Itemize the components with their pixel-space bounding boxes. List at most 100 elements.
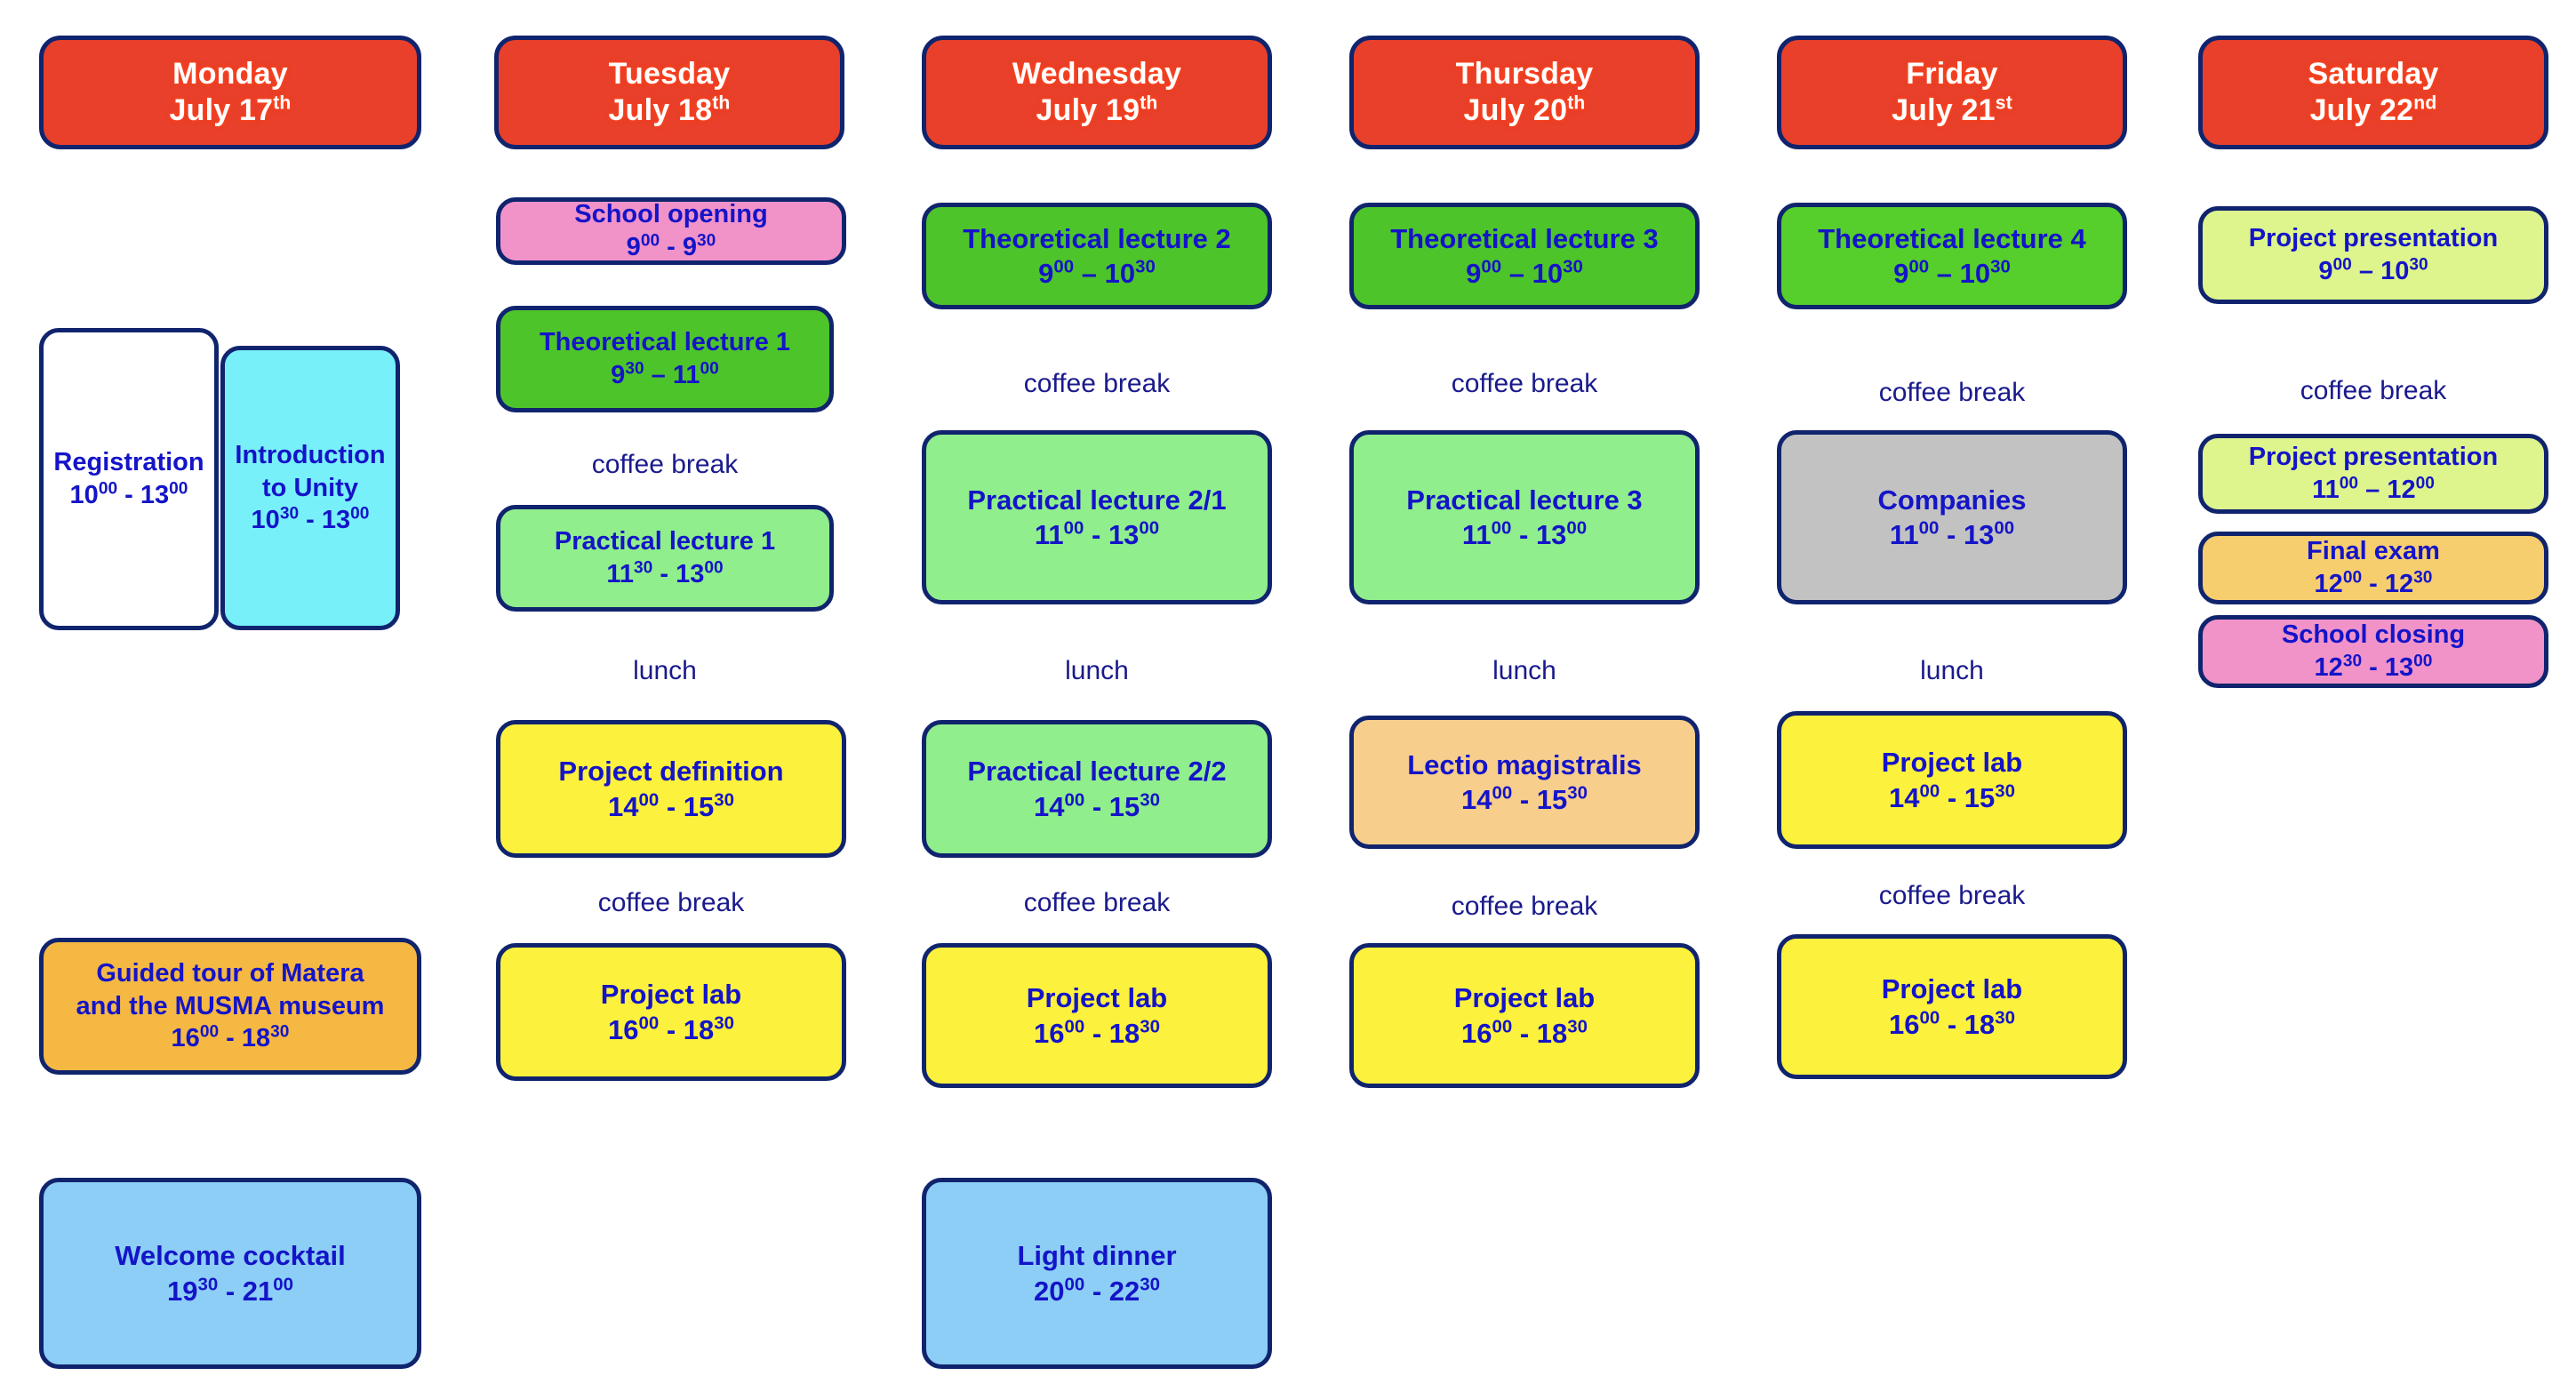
event-title: Practical lecture 1 [554,527,776,556]
event-card-light-dinner[interactable]: Light dinner 2000 - 2230 [922,1178,1272,1369]
break-label-coffee: coffee break [1878,378,2026,407]
event-card-project-lab[interactable]: Project lab 1600 - 1830 [1777,934,2127,1079]
event-card-theoretical-lecture-1[interactable]: Theoretical lecture 1 930 – 1100 [496,306,834,412]
event-card-practical-lecture-1[interactable]: Practical lecture 1 1130 - 1300 [496,505,834,612]
day-header-friday[interactable]: Friday July 21st [1777,36,2127,149]
event-time: 900 - 930 [626,231,716,261]
event-card-project-presentation-2[interactable]: Project presentation 1100 – 1200 [2198,434,2548,514]
break-label-coffee: coffee break [1878,881,2026,910]
event-title: Lectio magistralis [1407,748,1642,780]
break-label-coffee: coffee break [2300,376,2447,405]
event-card-project-lab[interactable]: Project lab 1600 - 1830 [922,943,1272,1088]
day-header-date-label: July 21st [1892,92,2012,127]
event-time: 1400 - 1530 [1033,789,1160,822]
event-card-practical-lecture-3[interactable]: Practical lecture 3 1100 - 1300 [1349,430,1700,604]
event-card-project-presentation-1[interactable]: Project presentation 900 – 1030 [2198,206,2548,304]
event-card-lectio-magistralis[interactable]: Lectio magistralis 1400 - 1530 [1349,716,1700,849]
day-header-date-label: July 17th [169,92,292,127]
break-label-coffee: coffee break [1451,892,1598,921]
event-card-practical-lecture-2-2[interactable]: Practical lecture 2/2 1400 - 1530 [922,720,1272,858]
event-time: 1100 – 1200 [2312,474,2435,504]
event-time: 1100 - 1300 [1461,517,1588,550]
event-time: 1100 - 1300 [1034,517,1160,550]
event-time: 1230 - 1300 [2314,652,2433,682]
event-time: 1600 - 1830 [171,1022,290,1053]
event-title: Project lab [1453,982,1596,1014]
day-header-monday[interactable]: Monday July 17th [39,36,421,149]
event-card-guided-tour-matera[interactable]: Guided tour of Matera and the MUSMA muse… [39,938,421,1075]
event-card-final-exam[interactable]: Final exam 1200 - 1230 [2198,532,2548,604]
event-time: 1200 - 1230 [2314,568,2433,598]
event-title: Project definition [558,756,784,788]
event-card-introduction-to-unity[interactable]: Introduction to Unity 1030 - 1300 [220,346,400,630]
day-header-date-label: July 22nd [2309,92,2437,127]
day-header-day-label: Saturday [2308,56,2439,91]
break-label-lunch: lunch [1920,656,1984,685]
event-time: 2000 - 2230 [1033,1274,1160,1307]
event-title: Project presentation [2248,443,2499,472]
event-card-theoretical-lecture-3[interactable]: Theoretical lecture 3 900 – 1030 [1349,203,1700,309]
event-card-school-opening[interactable]: School opening 900 - 930 [496,197,846,265]
day-header-date-label: July 18th [608,92,731,127]
event-card-project-definition[interactable]: Project definition 1400 - 1530 [496,720,846,858]
event-time: 1600 - 1830 [1033,1016,1160,1049]
break-label-lunch: lunch [1065,656,1129,685]
event-time: 1400 - 1530 [1888,780,2015,813]
event-card-project-lab[interactable]: Project lab 1400 - 1530 [1777,711,2127,849]
day-header-day-label: Friday [1906,56,1998,91]
break-label-lunch: lunch [633,656,697,685]
event-time: 900 – 1030 [1893,256,2011,289]
event-time: 1100 - 1300 [1889,517,2015,550]
day-header-day-label: Wednesday [1012,56,1182,91]
event-title: Project lab [1881,747,2023,779]
event-card-school-closing[interactable]: School closing 1230 - 1300 [2198,615,2548,688]
break-label-coffee: coffee break [597,888,745,917]
event-title: Theoretical lecture 1 [539,328,791,357]
event-time: 1130 - 1300 [606,558,724,588]
day-header-saturday[interactable]: Saturday July 22nd [2198,36,2548,149]
break-label-lunch: lunch [1492,656,1556,685]
break-label-coffee: coffee break [1023,369,1171,398]
day-header-date-label: July 20th [1463,92,1586,127]
event-time: 930 – 1100 [611,359,719,389]
day-header-day-label: Thursday [1455,56,1594,91]
event-card-registration[interactable]: Registration 1000 - 1300 [39,328,219,630]
event-title: Project presentation [2248,224,2499,253]
event-title: Practical lecture 2/2 [967,756,1227,788]
day-header-wednesday[interactable]: Wednesday July 19th [922,36,1272,149]
event-title: Theoretical lecture 3 [1390,222,1659,254]
event-title: Project lab [1026,982,1168,1014]
event-card-theoretical-lecture-2[interactable]: Theoretical lecture 2 900 – 1030 [922,203,1272,309]
event-time: 900 – 1030 [1466,256,1583,289]
event-card-project-lab[interactable]: Project lab 1600 - 1830 [496,943,846,1081]
event-time: 1400 - 1530 [1460,782,1588,815]
event-title: Project lab [1881,973,2023,1005]
event-title: Guided tour of Matera and the MUSMA muse… [76,959,385,1020]
day-header-tuesday[interactable]: Tuesday July 18th [494,36,844,149]
event-title: Theoretical lecture 4 [1818,222,2086,254]
event-time: 900 – 1030 [1038,256,1156,289]
event-time: 1000 - 1300 [69,479,188,509]
event-title: Final exam [2307,537,2440,566]
day-header-day-label: Monday [172,56,288,91]
event-title: Theoretical lecture 2 [963,222,1231,254]
event-card-companies[interactable]: Companies 1100 - 1300 [1777,430,2127,604]
event-card-welcome-cocktail[interactable]: Welcome cocktail 1930 - 2100 [39,1178,421,1369]
day-header-day-label: Tuesday [608,56,731,91]
event-time: 1600 - 1830 [1460,1016,1588,1049]
event-title: Registration [53,448,204,477]
event-card-practical-lecture-2-1[interactable]: Practical lecture 2/1 1100 - 1300 [922,430,1272,604]
event-card-theoretical-lecture-4[interactable]: Theoretical lecture 4 900 – 1030 [1777,203,2127,309]
event-title: School opening [574,200,768,229]
event-title: Practical lecture 2/1 [967,484,1227,516]
event-time: 900 – 1030 [2318,255,2428,285]
break-label-coffee: coffee break [1451,369,1598,398]
event-title: Companies [1877,484,2027,516]
event-card-project-lab[interactable]: Project lab 1600 - 1830 [1349,943,1700,1088]
event-time: 1400 - 1530 [607,789,734,822]
day-header-thursday[interactable]: Thursday July 20th [1349,36,1700,149]
break-label-coffee: coffee break [591,450,739,479]
event-time: 1600 - 1830 [1888,1007,2015,1040]
event-title: Light dinner [1017,1240,1177,1272]
